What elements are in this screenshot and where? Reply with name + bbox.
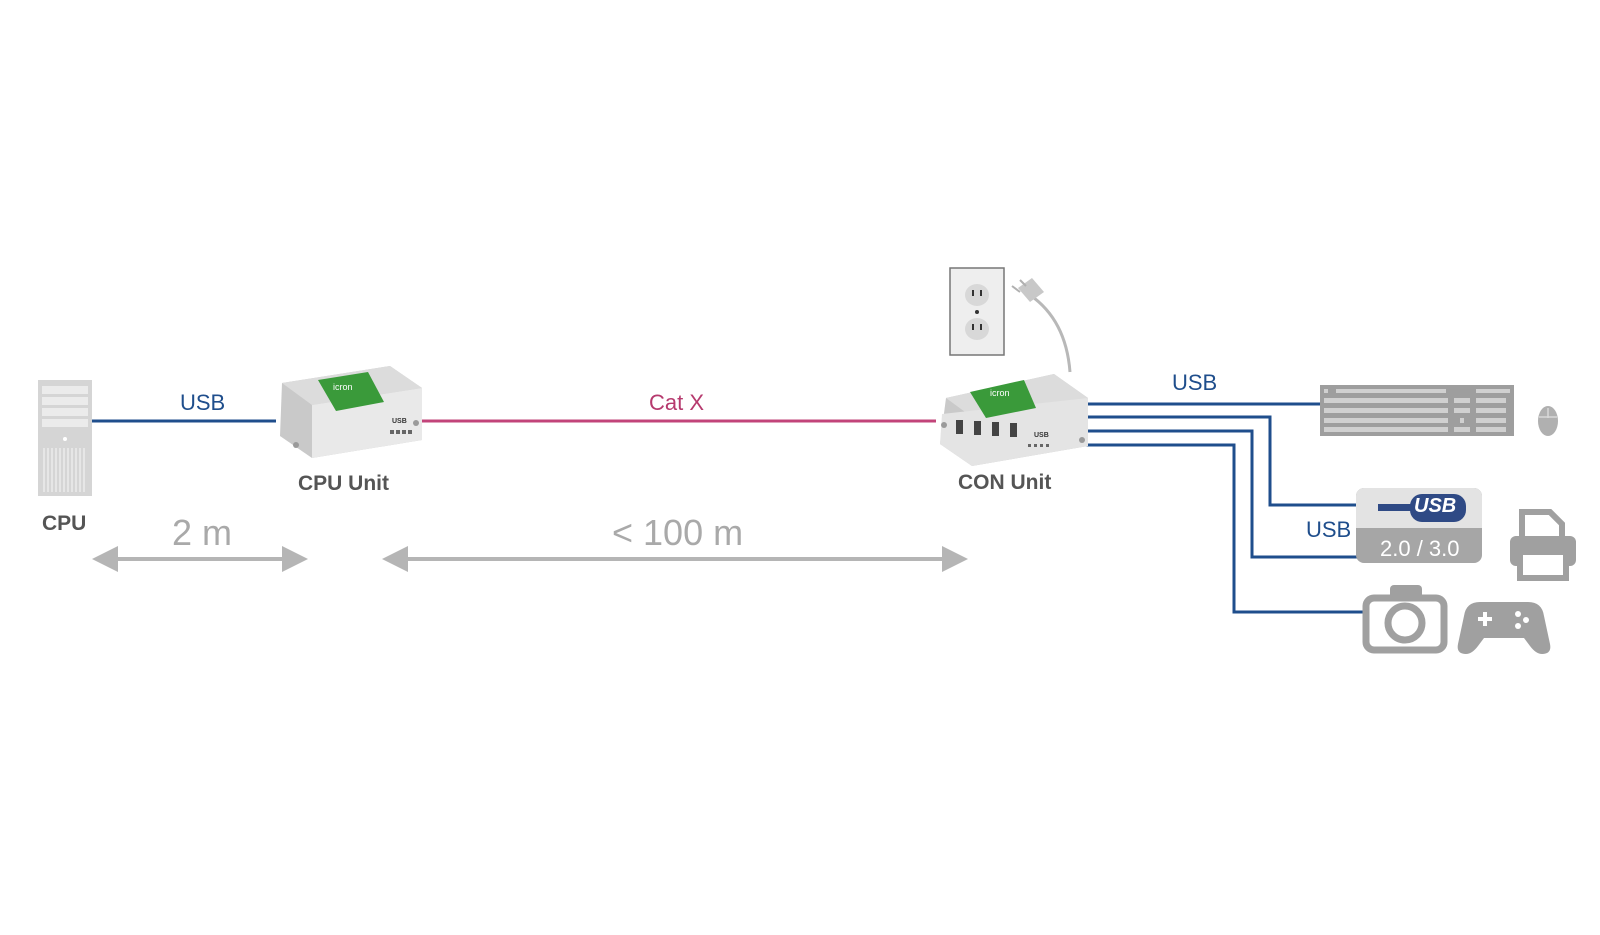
cpu-unit-label-panel xyxy=(318,372,384,411)
con-unit-label: CON Unit xyxy=(958,471,1052,494)
usb-link-devices-label: USB xyxy=(1172,370,1218,395)
usb-link-badge-label: USB xyxy=(1306,517,1352,542)
usb-link-usb-badge-top xyxy=(1082,415,1358,507)
mouse-icon xyxy=(1538,406,1558,436)
usb-badge-logo: USB xyxy=(1414,495,1457,517)
distance-long-label: < 100 m xyxy=(612,512,744,553)
distance-arrow-short xyxy=(92,546,308,572)
distance-arrow-long xyxy=(382,546,968,572)
usb-port xyxy=(992,422,999,436)
cpu-unit-device xyxy=(280,366,422,458)
usb-port xyxy=(1010,423,1017,437)
printer-icon xyxy=(1510,509,1576,581)
keyboard-icon xyxy=(1320,385,1514,436)
usb-badge xyxy=(1356,488,1482,563)
distance-short-label: 2 m xyxy=(172,512,233,553)
usb-port xyxy=(974,421,981,435)
usb-link-cpu-label: USB xyxy=(180,390,226,415)
power-outlet-icon xyxy=(949,267,1005,356)
cpu-unit-port-label: USB xyxy=(392,418,407,425)
con-unit-device xyxy=(940,374,1088,466)
cpu-unit-label: CPU Unit xyxy=(298,472,389,495)
usb-port xyxy=(956,420,963,434)
con-unit-label-panel xyxy=(970,380,1036,418)
con-unit-brand: icron xyxy=(990,388,1010,398)
catx-link-label: Cat X xyxy=(649,390,705,415)
gamepad-icon xyxy=(1457,602,1551,654)
usb-link-usb-badge-bottom xyxy=(1082,429,1358,559)
tower-pc-icon xyxy=(38,380,92,496)
power-plug-icon xyxy=(1011,278,1072,373)
con-unit-port-label: USB xyxy=(1034,432,1049,439)
usb-link-camera xyxy=(1082,443,1368,614)
usb-badge-version: 2.0 / 3.0 xyxy=(1380,536,1460,561)
cpu-label: CPU xyxy=(42,512,87,535)
camera-icon xyxy=(1362,585,1448,654)
cpu-unit-brand: icron xyxy=(333,382,353,392)
